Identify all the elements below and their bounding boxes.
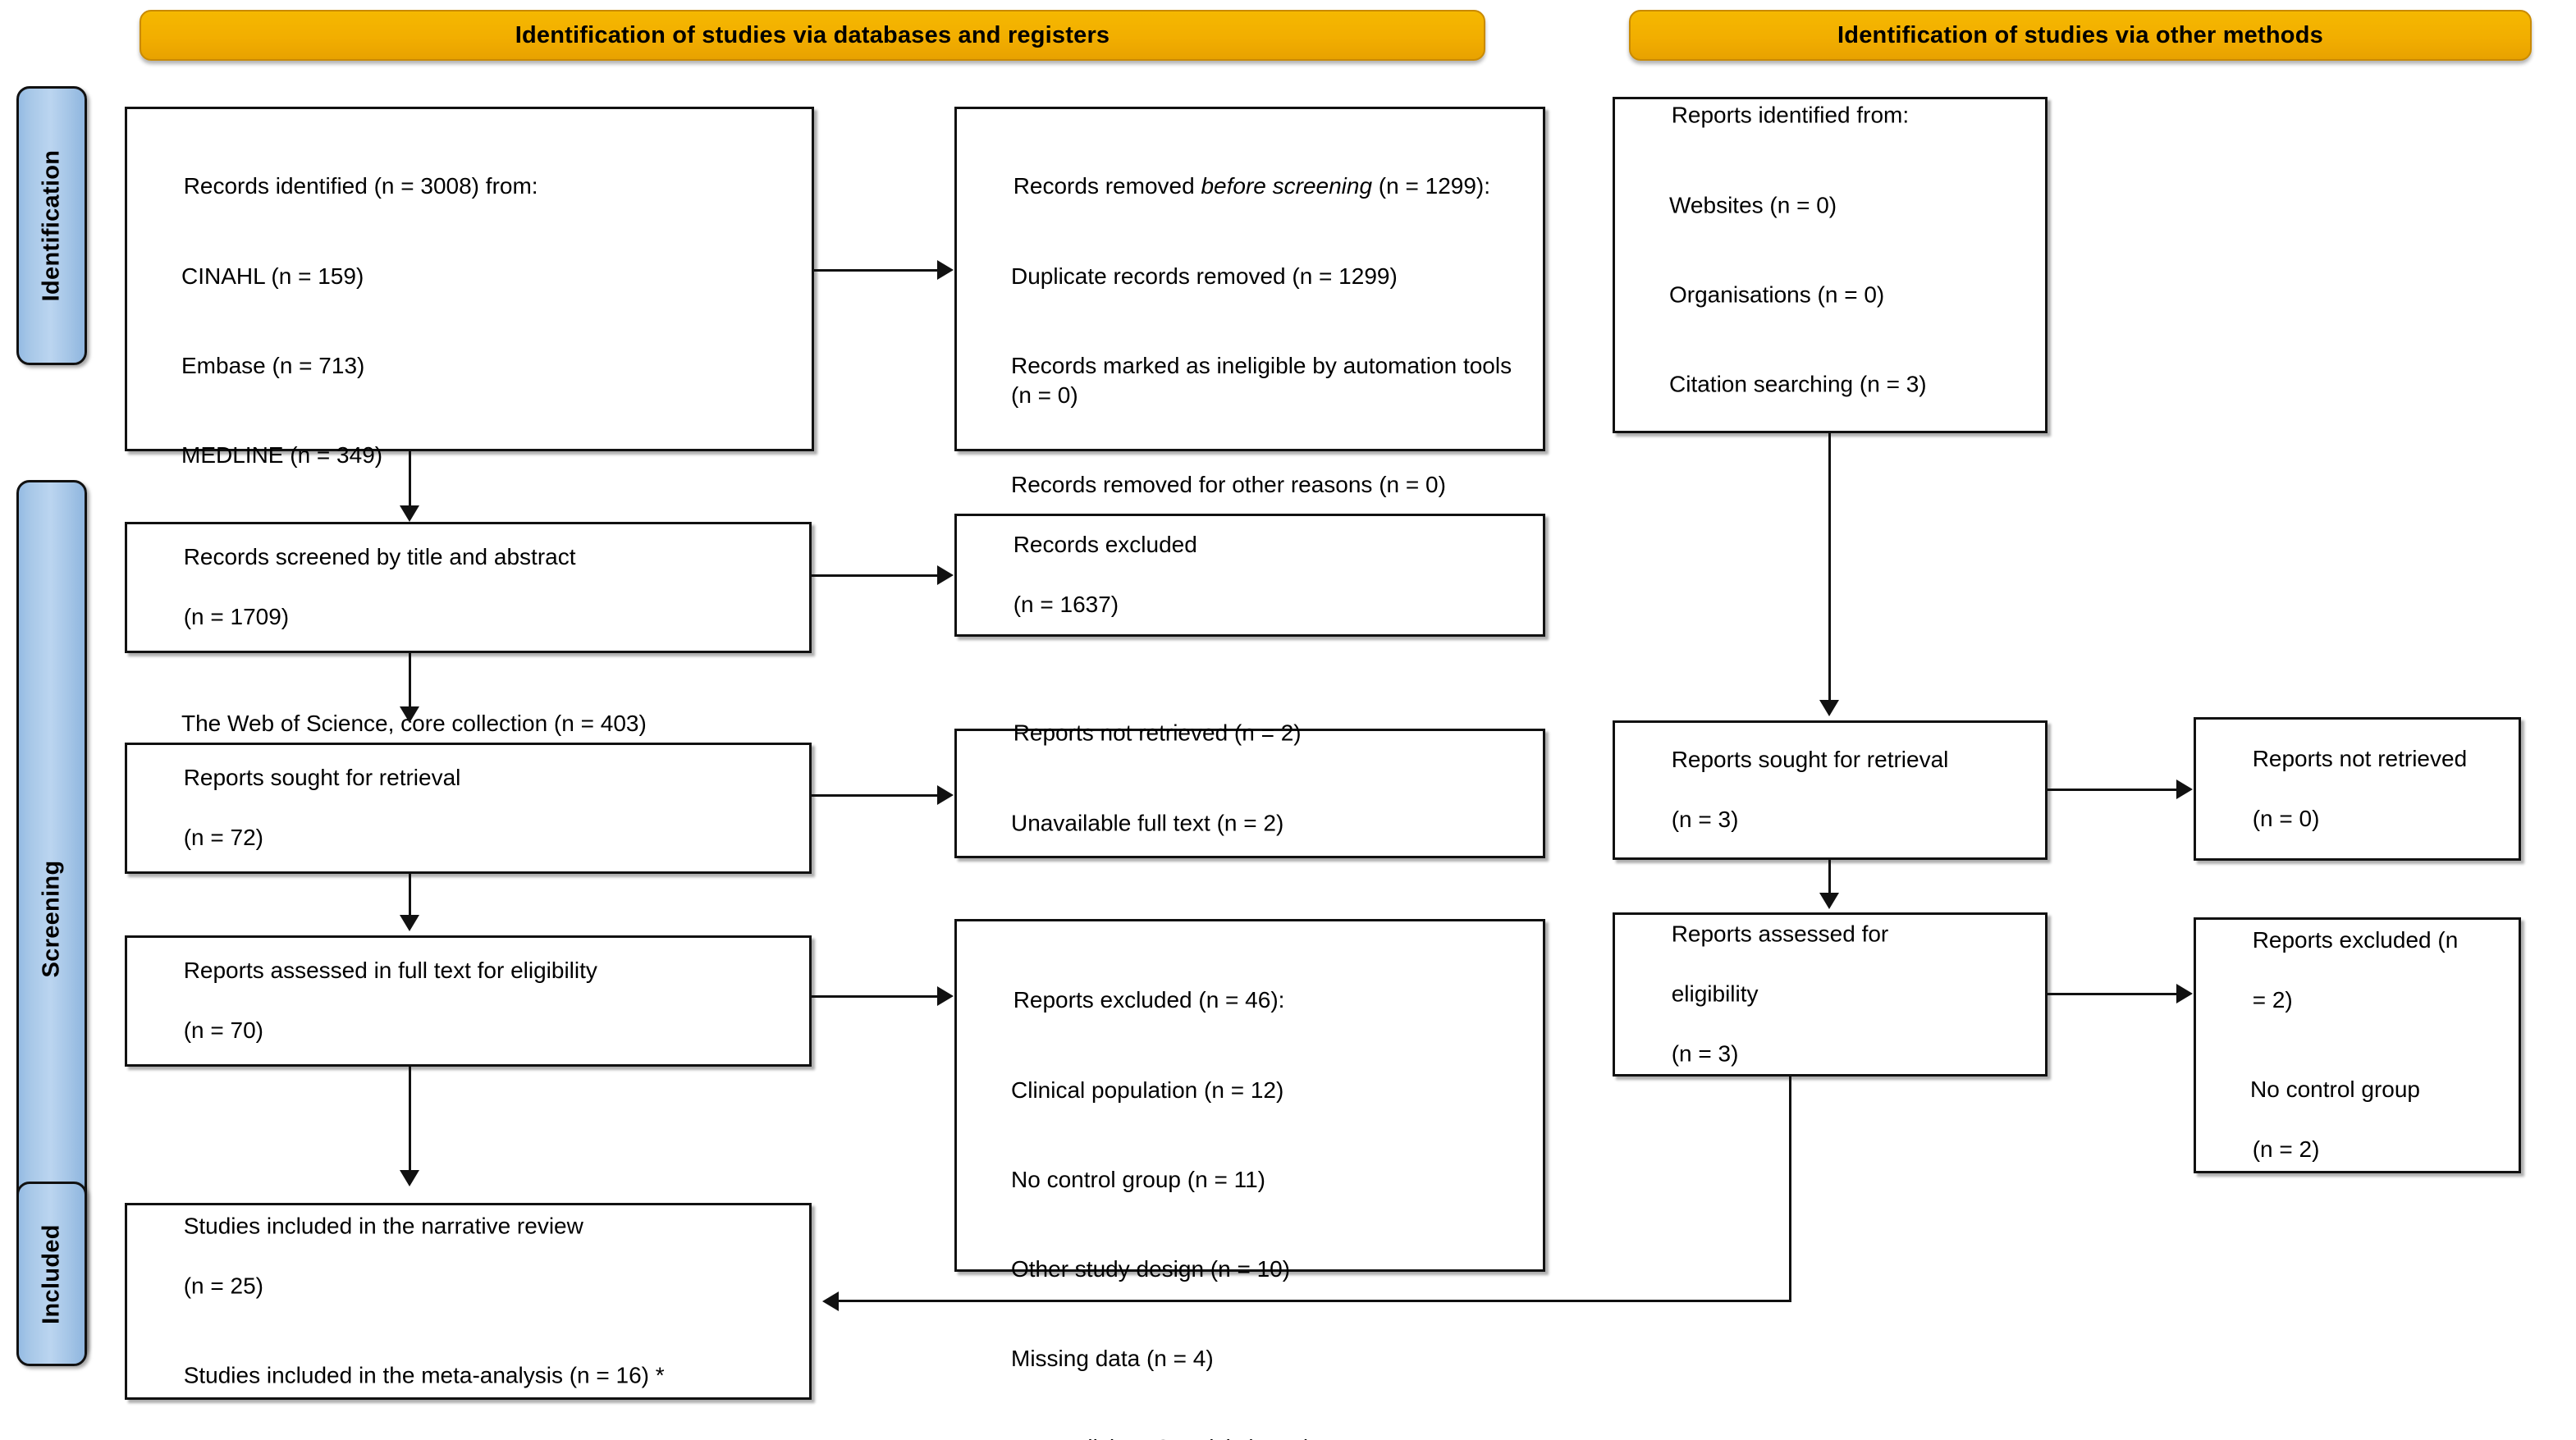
rail-screening-label: Screening <box>38 860 65 978</box>
header-bar-databases: Identification of studies via databases … <box>140 10 1485 61</box>
connector-assessed-to-excluded-db <box>812 995 937 998</box>
reports-not-retrieved-db-item-0: Unavailable full text (n = 2) <box>1011 810 1284 836</box>
reports-not-retrieved-other-line1: Reports not retrieved <box>2252 745 2468 771</box>
reports-identified-other-item-2: Citation searching (n = 3) <box>1669 371 1927 397</box>
arrowhead-identified-to-screened <box>400 505 419 522</box>
records-screened-line2: (n = 1709) <box>183 604 290 630</box>
connector-screened-to-excluded <box>812 574 937 577</box>
connector-assessed-other-to-excluded-other <box>2048 993 2176 995</box>
records-excluded-line1: Records excluded <box>1013 532 1197 558</box>
arrowhead-assessed-to-excluded-db <box>937 986 954 1006</box>
arrowhead-assessed-other-to-excluded-other <box>2176 984 2193 1003</box>
reports-sought-db-line2: (n = 72) <box>183 825 263 851</box>
records-identified-item-1: Embase (n = 713) <box>181 352 365 378</box>
box-studies-included: Studies included in the narrative review… <box>125 1203 812 1400</box>
reports-identified-other-item-0: Websites (n = 0) <box>1669 192 1837 218</box>
connector-identified-other-to-sought-other <box>1828 433 1831 700</box>
reports-excluded-other-line2: = 2) <box>2252 987 2293 1013</box>
box-reports-identified-other: Reports identified from: Websites (n = 0… <box>1613 97 2048 433</box>
rail-identification: Identification <box>16 86 87 365</box>
box-records-removed-before-screening: Records removed before screening (n = 12… <box>954 107 1545 497</box>
box-reports-assessed-databases: Reports assessed in full text for eligib… <box>125 935 812 1067</box>
reports-sought-other-line1: Reports sought for retrieval <box>1671 747 1949 773</box>
header-bar-other-methods-label: Identification of studies via other meth… <box>1837 21 2323 48</box>
records-removed-title-post: (n = 1299): <box>1372 173 1491 199</box>
arrowhead-identified-other-to-sought-other <box>1819 700 1839 716</box>
box-reports-assessed-other: Reports assessed for eligibility (n = 3) <box>1613 912 2048 1077</box>
reports-assessed-other-line2: eligibility <box>1671 981 1759 1007</box>
records-removed-item-0: Duplicate records removed (n = 1299) <box>1011 263 1398 289</box>
connector-screened-to-sought <box>409 653 411 706</box>
reports-excluded-other-line1: Reports excluded (n <box>2252 927 2459 953</box>
reports-not-retrieved-db-line1: Reports not retrieved (n = 2) <box>1013 720 1302 747</box>
records-excluded-line2: (n = 1637) <box>1013 592 1119 618</box>
records-screened-line1: Records screened by title and abstract <box>183 544 576 570</box>
header-bar-other-methods: Identification of studies via other meth… <box>1629 10 2532 61</box>
records-identified-item-2: MEDLINE (n = 349) <box>181 441 383 468</box>
reports-excluded-db-item-0: Clinical population (n = 12) <box>1011 1077 1284 1103</box>
records-removed-item-1: Records marked as ineligible by automati… <box>1011 352 1518 409</box>
reports-excluded-other-item-1: (n = 2) <box>2252 1136 2320 1163</box>
reports-excluded-db-item-3: Missing data (n = 4) <box>1011 1346 1214 1372</box>
rail-included-visible: Included <box>16 1182 87 1366</box>
arrowhead-sought-to-assessed-db <box>400 915 419 931</box>
reports-identified-other-item-1: Organisations (n = 0) <box>1669 281 1885 308</box>
reports-sought-other-line2: (n = 3) <box>1671 807 1739 833</box>
reports-sought-db-line1: Reports sought for retrieval <box>183 765 461 791</box>
header-bar-databases-label: Identification of studies via databases … <box>515 21 1110 48</box>
records-identified-item-5: The Web of Science, core collection (n =… <box>181 711 647 737</box>
included-line1: Studies included in the narrative review <box>183 1213 583 1239</box>
reports-excluded-other-item-0: No control group <box>2250 1077 2421 1103</box>
reports-excluded-db-item-2: Other study design (n = 10) <box>1011 1255 1291 1282</box>
arrowhead-screened-to-excluded <box>937 565 954 585</box>
box-reports-not-retrieved-other: Reports not retrieved (n = 0) <box>2194 717 2521 861</box>
arrowhead-assessed-other-to-included <box>822 1291 839 1311</box>
rail-identification-label: Identification <box>38 149 65 302</box>
records-identified-item-0: CINAHL (n = 159) <box>181 263 364 289</box>
connector-sought-to-assessed-db <box>409 874 411 915</box>
arrowhead-assessed-to-included <box>400 1170 419 1186</box>
box-reports-not-retrieved-databases: Reports not retrieved (n = 2) Unavailabl… <box>954 720 1545 858</box>
arrowhead-screened-to-sought <box>400 706 419 723</box>
connector-sought-to-not-retrieved-db <box>812 794 937 797</box>
box-records-excluded: Records excluded (n = 1637) <box>954 514 1545 637</box>
arrowhead-identified-to-removed <box>937 260 954 280</box>
arrowhead-sought-other-to-not-retrieved-other <box>2176 779 2193 799</box>
reports-identified-other-title: Reports identified from: <box>1671 102 1910 128</box>
reports-excluded-db-item-1: No control group (n = 11) <box>1011 1166 1265 1192</box>
reports-not-retrieved-other-line2: (n = 0) <box>2252 805 2320 831</box>
arrowhead-sought-to-not-retrieved-db <box>937 785 954 805</box>
box-reports-excluded-other: Reports excluded (n = 2) No control grou… <box>2194 917 2521 1173</box>
records-removed-title-emphasis: before screening <box>1201 173 1373 199</box>
records-identified-title: Records identified (n = 3008) from: <box>183 173 538 199</box>
box-reports-excluded-databases: Reports excluded (n = 46): Clinical popu… <box>954 919 1545 1440</box>
records-removed-title-pre: Records removed <box>1013 173 1201 199</box>
connector-identified-to-screened <box>409 451 411 505</box>
box-reports-sought-databases: Reports sought for retrieval (n = 72) <box>125 743 812 874</box>
rail-included-label: Included <box>38 1223 65 1324</box>
connector-assessed-other-to-included-horizontal <box>839 1300 1791 1302</box>
connector-sought-other-to-assessed-other <box>1828 860 1831 893</box>
reports-assessed-other-line1: Reports assessed for <box>1671 921 1889 948</box>
box-records-screened: Records screened by title and abstract (… <box>125 522 812 653</box>
reports-assessed-db-line2: (n = 70) <box>183 1017 263 1044</box>
reports-excluded-db-title: Reports excluded (n = 46): <box>1013 987 1285 1013</box>
connector-sought-other-to-not-retrieved-other <box>2048 789 2176 791</box>
records-removed-item-2: Records removed for other reasons (n = 0… <box>1011 472 1446 498</box>
connector-assessed-to-included <box>409 1067 411 1170</box>
included-line2: (n = 25) <box>183 1273 263 1299</box>
included-line3: Studies included in the meta-analysis (n… <box>183 1362 665 1388</box>
reports-assessed-other-line3: (n = 3) <box>1671 1040 1739 1067</box>
connector-identified-to-removed <box>814 269 937 272</box>
arrowhead-sought-other-to-assessed-other <box>1819 893 1839 909</box>
box-reports-sought-other: Reports sought for retrieval (n = 3) <box>1613 720 2048 860</box>
reports-assessed-db-line1: Reports assessed in full text for eligib… <box>183 958 597 984</box>
reports-excluded-db-item-4: No English or Spanish (n = 4) <box>975 1433 1535 1440</box>
connector-assessed-other-to-included-vertical <box>1789 1077 1791 1300</box>
box-records-identified: Records identified (n = 3008) from: CINA… <box>125 107 814 736</box>
